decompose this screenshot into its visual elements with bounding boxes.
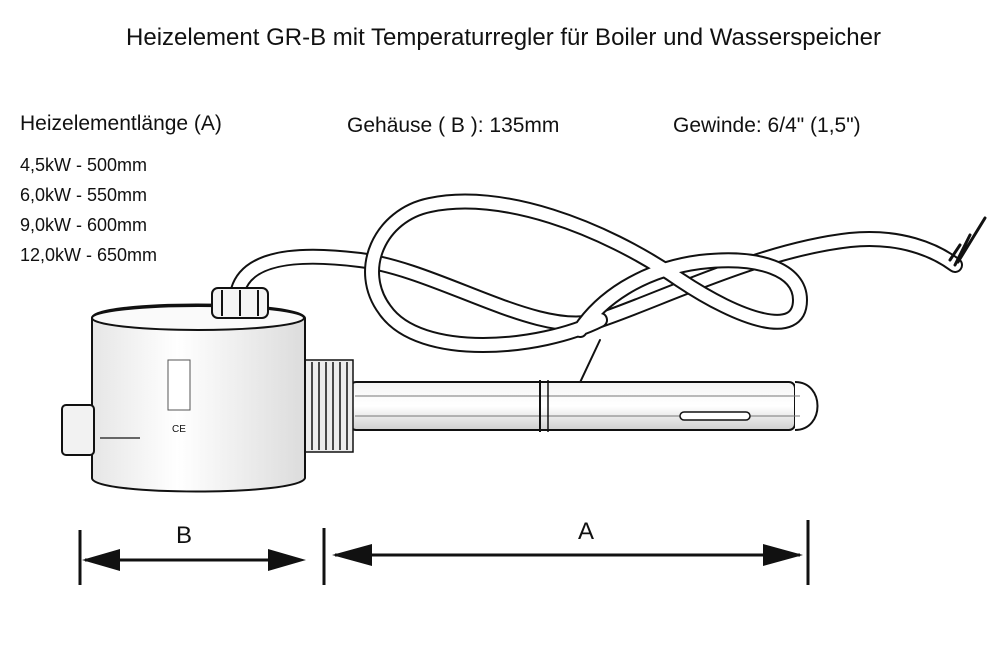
- dimension-a: [332, 520, 810, 585]
- length-item: 9,0kW - 600mm: [20, 215, 148, 235]
- length-item: 12,0kW - 650mm: [20, 245, 158, 265]
- dimension-b: [78, 528, 326, 585]
- length-list: 4,5kW - 500mm 6,0kW - 550mm 9,0kW - 600m…: [20, 150, 157, 270]
- length-header: Heizelementlänge (A): [20, 112, 222, 135]
- diagram-title: Heizelement GR-B mit Temperaturregler fü…: [126, 24, 881, 51]
- thread-spec: Gewinde: 6/4" (1,5"): [673, 114, 861, 137]
- power-cable: [230, 193, 987, 426]
- length-item: 4,5kW - 500mm: [20, 155, 148, 175]
- housing-body: CE: [61, 303, 306, 493]
- thread-section: [304, 359, 354, 453]
- dimension-b-label: B: [176, 522, 193, 549]
- ce-mark: CE: [172, 424, 186, 435]
- dimension-a-label: A: [578, 518, 595, 545]
- cable-gland: [211, 287, 269, 319]
- length-item: 6,0kW - 550mm: [20, 185, 148, 205]
- housing-spec: Gehäuse ( B ): 135mm: [347, 114, 560, 137]
- heating-rod: [349, 380, 819, 432]
